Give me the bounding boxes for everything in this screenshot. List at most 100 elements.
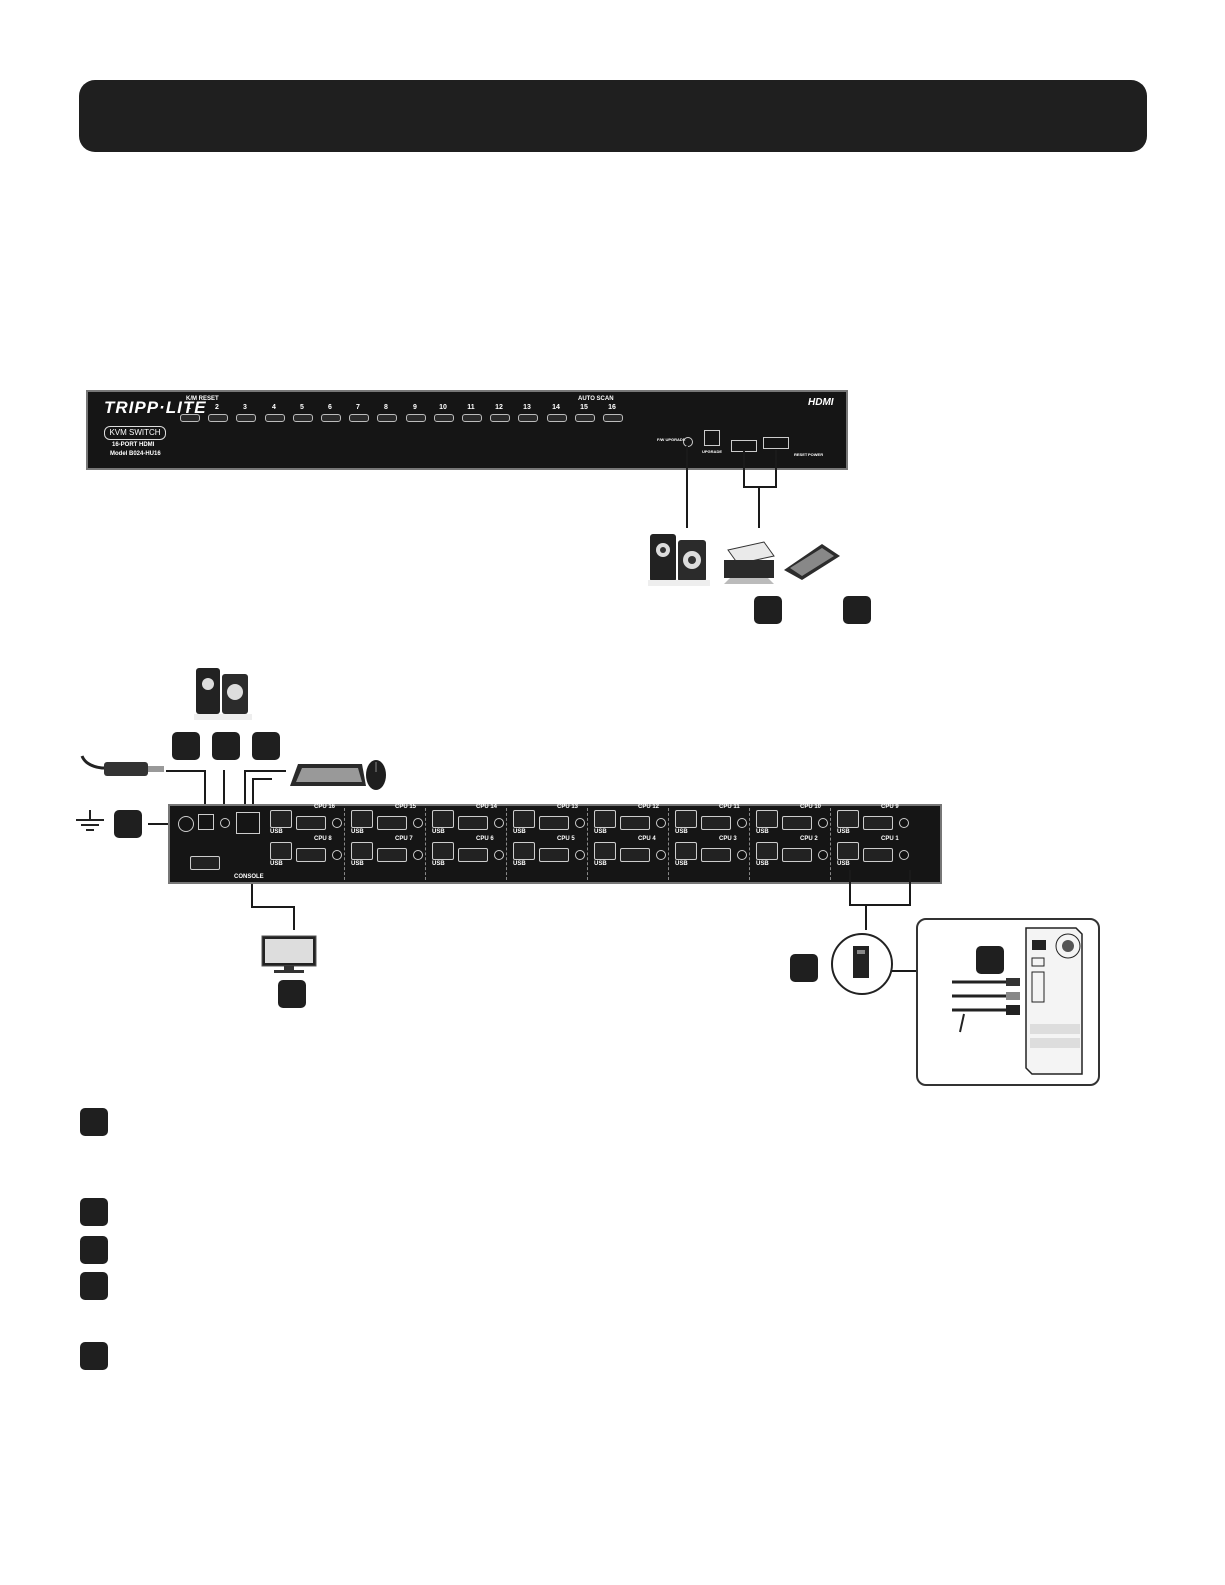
port-divider	[344, 808, 345, 880]
console-audio-jack	[220, 818, 230, 828]
audio-jack-cpu-8	[332, 850, 342, 860]
scanner-icon	[784, 544, 840, 580]
usb-port-cpu-1	[837, 842, 859, 860]
port-button-12[interactable]	[490, 414, 510, 422]
audio-connection-line	[686, 446, 688, 528]
usb-port-cpu-10	[756, 810, 778, 828]
port-button-2[interactable]	[208, 414, 228, 422]
cpu-label: CPU 9	[881, 804, 899, 810]
port-button-5[interactable]	[293, 414, 313, 422]
usb-port-cpu-2	[756, 842, 778, 860]
audio-jack-cpu-3	[737, 850, 747, 860]
hdmi-port-cpu-1	[863, 848, 893, 862]
port-button-10[interactable]	[434, 414, 454, 422]
port-button-7[interactable]	[349, 414, 369, 422]
usb-label: USB	[675, 861, 688, 867]
ground-line	[148, 823, 168, 825]
usb-label: USB	[513, 861, 526, 867]
cpu-label: CPU 16	[314, 804, 336, 810]
port-button-8[interactable]	[377, 414, 397, 422]
port-number-12: 12	[495, 404, 503, 411]
audio-jack-cpu-16	[332, 818, 342, 828]
usb-label: USB	[675, 829, 688, 835]
audio-jack-cpu-6	[494, 850, 504, 860]
step-number-box	[252, 732, 280, 760]
port-button-9[interactable]	[406, 414, 426, 422]
port-divider	[668, 808, 669, 880]
port-button-14[interactable]	[547, 414, 567, 422]
cpu1-drop	[865, 904, 867, 930]
usb-label: USB	[837, 829, 850, 835]
port-number-8: 8	[384, 404, 388, 411]
port-number-10: 10	[439, 404, 447, 411]
monitor-line-c	[293, 906, 295, 930]
port-divider	[425, 808, 426, 880]
hdmi-port-cpu-2	[782, 848, 812, 862]
cpu-label: CPU 4	[638, 836, 656, 842]
usb-bracket	[743, 486, 777, 488]
port-divider	[587, 808, 588, 880]
power-line-drop	[204, 770, 206, 810]
console-usb-ports	[236, 812, 260, 834]
power-label: POWER	[808, 452, 824, 457]
cpu1-bracket	[849, 904, 911, 906]
cpu-label: CPU 2	[800, 836, 818, 842]
port-divider	[749, 808, 750, 880]
port-button-6[interactable]	[321, 414, 341, 422]
port-number-9: 9	[413, 404, 417, 411]
cpu-label: CPU 1	[881, 836, 899, 842]
step-number-box	[80, 1198, 108, 1226]
port-button-3[interactable]	[236, 414, 256, 422]
usb-label: USB	[513, 829, 526, 835]
usb-port-cpu-5	[513, 842, 535, 860]
hdmi-port-cpu-11	[701, 816, 731, 830]
monitor-line-a	[251, 884, 253, 908]
audio-rear-line	[223, 770, 225, 810]
port-button-1[interactable]	[180, 414, 200, 422]
hdmi-port-cpu-8	[296, 848, 326, 862]
port-number-11: 11	[467, 404, 475, 411]
power-adapter-icon	[80, 755, 164, 776]
reset-label: RESET	[794, 452, 808, 457]
monitor-icon	[261, 935, 317, 973]
usb-label: USB	[351, 861, 364, 867]
port-button-13[interactable]	[518, 414, 538, 422]
usb-label: USB	[837, 861, 850, 867]
mouse-icon	[366, 760, 386, 790]
keyboard-line-a	[244, 770, 246, 806]
upgrade-label: UPGRADE	[702, 449, 723, 454]
usb-port-cpu-16	[270, 810, 292, 828]
port-button-11[interactable]	[462, 414, 482, 422]
usb-line-1	[743, 450, 745, 488]
section-header-bar	[79, 80, 1147, 152]
hdmi-port-cpu-4	[620, 848, 650, 862]
port-number-13: 13	[523, 404, 531, 411]
kvm-switch-badge: KVM SWITCH	[104, 426, 166, 440]
brand-logo: TRIPP·LITE	[104, 398, 207, 417]
hdmi-port-cpu-7	[377, 848, 407, 862]
front-audio-jack	[683, 437, 693, 447]
hdmi-port-cpu-12	[620, 816, 650, 830]
port-button-16[interactable]	[603, 414, 623, 422]
audio-jack-cpu-12	[656, 818, 666, 828]
usb-port-cpu-6	[432, 842, 454, 860]
hdmi-port-cpu-13	[539, 816, 569, 830]
usb-port-cpu-4	[594, 842, 616, 860]
upgrade-port	[704, 430, 720, 446]
audio-jack-cpu-2	[818, 850, 828, 860]
port-divider	[830, 808, 831, 880]
audio-jack-cpu-4	[656, 850, 666, 860]
hdmi-port-cpu-15	[377, 816, 407, 830]
keyboard-icon	[290, 764, 366, 786]
usb-port-cpu-3	[675, 842, 697, 860]
usb-label: USB	[351, 829, 364, 835]
ground-terminal	[178, 816, 194, 832]
step-number-box	[114, 810, 142, 838]
port-button-4[interactable]	[265, 414, 285, 422]
step-number-box	[790, 954, 818, 982]
usb-port-cpu-9	[837, 810, 859, 828]
fw-upgrade-label: F/W UPGRADE	[657, 437, 686, 442]
port-button-15[interactable]	[575, 414, 595, 422]
audio-jack-cpu-9	[899, 818, 909, 828]
step-number-box	[80, 1236, 108, 1264]
